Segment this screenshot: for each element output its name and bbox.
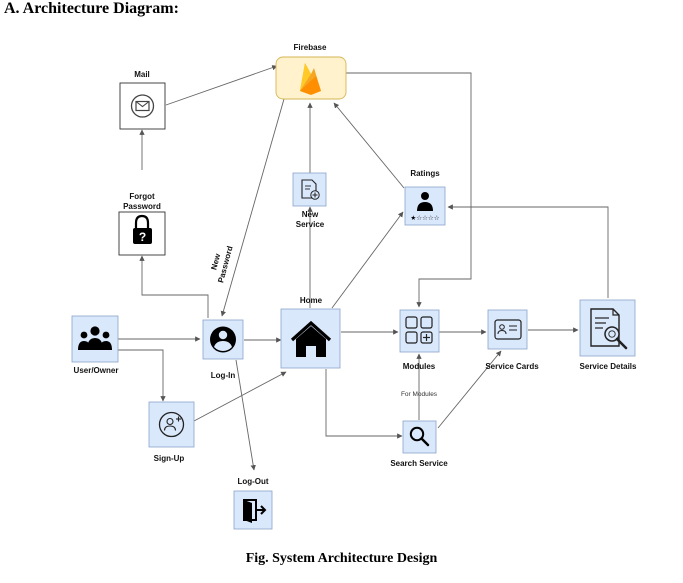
magnifier-icon	[409, 426, 430, 447]
firebase-flame-icon	[300, 63, 321, 95]
edge-firebase-login	[220, 98, 285, 317]
id-card-icon	[494, 319, 522, 340]
firebase-node: Firebase	[275, 43, 347, 100]
edge-ratings-firebase	[333, 102, 405, 189]
search-service-label: Search Service	[390, 459, 448, 468]
new-service-label-line2: Service	[296, 220, 325, 229]
document-add-icon	[301, 179, 320, 200]
section-heading: A. Architecture Diagram:	[4, 0, 179, 17]
ratings-label: Ratings	[410, 169, 440, 178]
service-cards-node: Service Cards	[485, 309, 539, 371]
service-details-node: Service Details	[580, 299, 637, 371]
house-icon	[290, 320, 332, 357]
log-out-label: Log-Out	[237, 477, 268, 486]
mail-node: Mail	[119, 70, 166, 130]
users-group-icon	[78, 326, 112, 350]
log-in-label: Log-In	[211, 371, 236, 380]
add-user-icon	[158, 411, 185, 438]
forgot-password-node: Forgot Password ?	[118, 192, 166, 256]
forgot-password-label-line1: Forgot	[129, 192, 155, 201]
door-exit-icon	[243, 499, 267, 523]
edge-login-logout	[235, 359, 256, 471]
home-label: Home	[300, 296, 323, 305]
padlock-question-icon: ?	[133, 214, 152, 244]
modules-label: Modules	[403, 362, 436, 371]
user-rating-stars-icon: ★☆☆☆☆	[410, 192, 440, 222]
edge-home-ratings	[331, 211, 404, 309]
user-owner-node: User/Owner	[71, 315, 119, 375]
edge-firebase-modules	[346, 72, 472, 308]
edge-home-search	[325, 369, 403, 439]
log-in-node: Log-In	[202, 319, 244, 380]
new-service-node: New Service	[292, 172, 327, 229]
edge-login-forgot	[139, 255, 209, 318]
svg-text:★☆☆☆☆: ★☆☆☆☆	[410, 214, 439, 222]
sign-up-node: Sign-Up	[148, 401, 195, 463]
user-owner-label: User/Owner	[74, 366, 119, 375]
for-modules-label: For Modules	[401, 391, 438, 398]
edges	[118, 65, 609, 471]
new-service-label-line1: New	[302, 210, 319, 219]
service-cards-label: Service Cards	[485, 362, 539, 371]
svg-text:New: New	[209, 252, 222, 271]
new-password-label: New Password	[209, 245, 234, 284]
grid-add-icon	[405, 316, 433, 344]
firebase-label: Firebase	[294, 43, 327, 52]
document-search-icon	[590, 308, 628, 350]
mail-label: Mail	[134, 70, 150, 79]
svg-text:?: ?	[139, 230, 146, 244]
log-out-node: Log-Out	[233, 477, 273, 530]
sign-up-label: Sign-Up	[154, 454, 185, 463]
figure-caption: Fig. System Architecture Design	[245, 551, 438, 566]
edge-details-ratings	[447, 204, 609, 298]
envelope-icon	[130, 94, 155, 118]
edge-search-cards	[437, 350, 502, 429]
edge-user-signup	[118, 349, 166, 402]
ratings-node: Ratings ★☆☆☆☆	[404, 169, 446, 226]
forgot-password-label-line2: Password	[123, 202, 161, 211]
search-service-node: Search Service	[390, 420, 448, 468]
edge-mail-firebase	[165, 65, 278, 106]
modules-node: Modules	[399, 309, 440, 371]
edge-signup-home	[193, 371, 287, 422]
service-details-label: Service Details	[580, 362, 637, 371]
user-circle-icon	[210, 326, 236, 353]
home-node: Home	[280, 296, 341, 369]
